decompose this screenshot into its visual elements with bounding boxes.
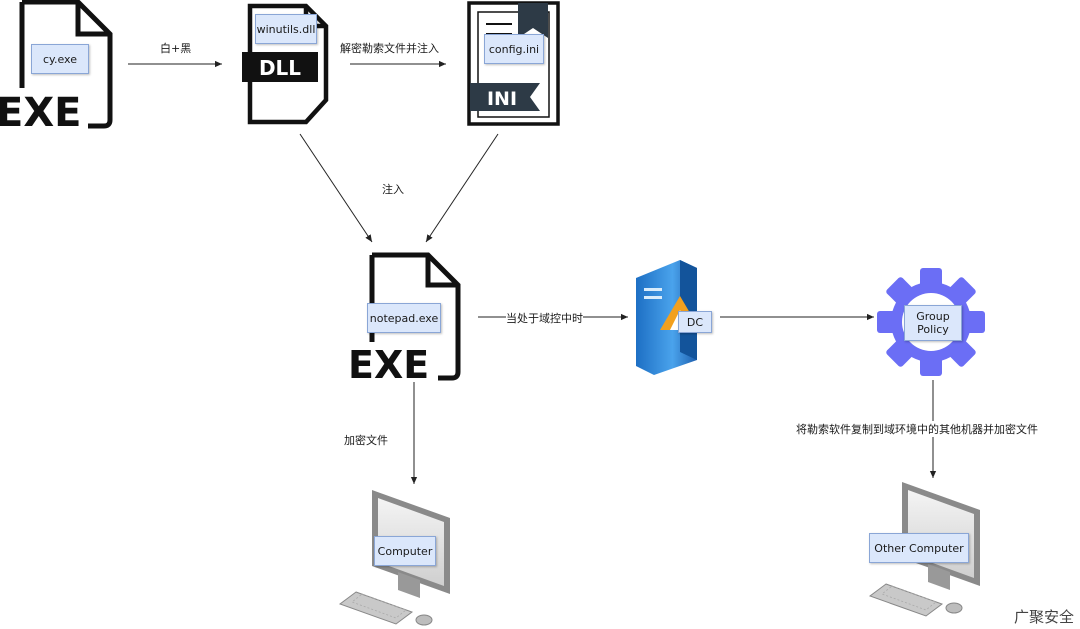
cy-exe-icon: EXE	[0, 0, 113, 136]
exe-badge-text: EXE	[348, 343, 429, 387]
group-policy-label-line2: Policy	[917, 323, 949, 336]
other-computer-label: Other Computer	[869, 533, 969, 563]
arrow-ini-to-notepad	[425, 133, 499, 243]
edge-label-domain-control: 当处于域控中时	[506, 310, 583, 326]
arrow-dll-to-notepad	[299, 133, 373, 243]
notepad-exe-label: notepad.exe	[367, 303, 441, 333]
group-policy-label-line1: Group	[916, 310, 950, 323]
computer-label: Computer	[374, 536, 436, 566]
edge-label-bai-hei: 白+黑	[160, 40, 192, 56]
config-ini-label: config.ini	[484, 34, 544, 64]
winutils-dll-label: winutils.dll	[255, 14, 317, 44]
watermark: 广聚安全	[1013, 608, 1074, 626]
edge-label-decrypt-inject: 解密勒索文件并注入	[340, 40, 439, 56]
dc-label: DC	[678, 311, 712, 333]
notepad-exe-icon: EXE	[348, 252, 461, 387]
dc-server-icon	[636, 260, 700, 375]
edge-label-inject: 注入	[382, 181, 404, 197]
ini-badge-text: INI	[487, 88, 517, 110]
edge-label-copy-encrypt: 将勒索软件复制到域环境中的其他机器并加密文件	[796, 421, 1038, 437]
cy-exe-label: cy.exe	[31, 44, 89, 74]
exe-badge-text: EXE	[0, 90, 82, 136]
edge-label-encrypt-files: 加密文件	[344, 432, 388, 448]
group-policy-label: Group Policy	[904, 305, 962, 341]
dll-badge-text: DLL	[259, 56, 301, 80]
